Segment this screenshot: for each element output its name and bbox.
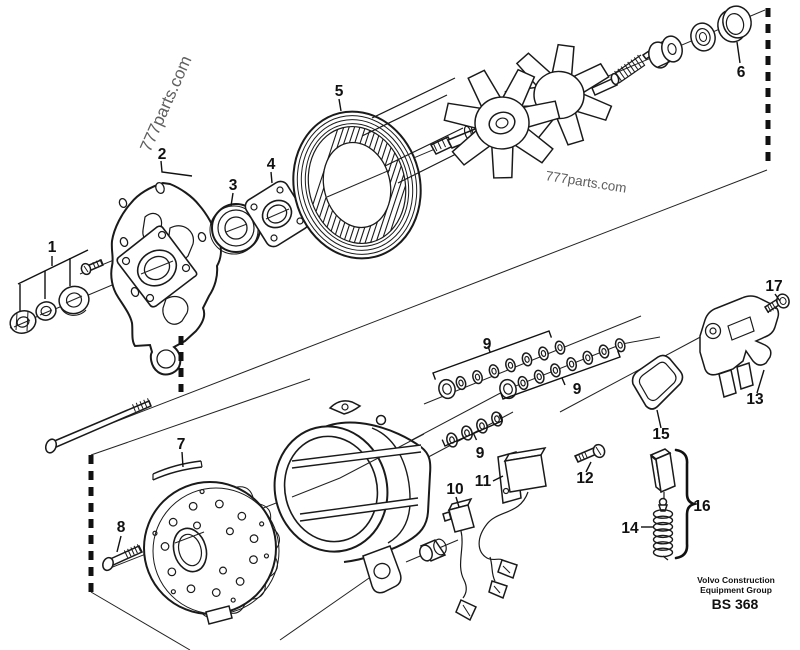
brush-holder-regulator-13 <box>699 295 780 398</box>
footer-code: BS 368 <box>712 596 759 612</box>
footer-brand-block: Volvo Construction Equipment Group BS 36… <box>697 575 775 612</box>
mounting-bolt-8 <box>102 544 144 572</box>
brush-spring-14 <box>652 509 674 561</box>
footer-brand-line1: Volvo Construction <box>697 575 775 585</box>
callout-labels: 1 2 3 4 5 6 7 8 9 9 9 10 11 12 13 14 15 … <box>48 64 783 537</box>
bearing-retainer-plate <box>244 180 310 248</box>
rotor-assembly <box>429 43 657 179</box>
grouping-brace-16 <box>674 448 699 560</box>
part-label-8: 8 <box>117 519 126 536</box>
drive-end-bracket-plate <box>110 181 222 376</box>
part-label-12: 12 <box>576 470 593 487</box>
part-label-13: 13 <box>746 391 764 408</box>
part-label-16: 16 <box>693 498 711 515</box>
screw-set-row-2 <box>499 338 626 400</box>
part-label-1: 1 <box>48 239 57 256</box>
section-break-lines <box>88 8 771 592</box>
part-label-4: 4 <box>267 156 276 173</box>
part-label-14: 14 <box>621 520 639 537</box>
part-label-17: 17 <box>765 278 782 295</box>
gasket-frame-15 <box>631 354 684 410</box>
screw-12 <box>573 443 606 463</box>
part-label-9a: 9 <box>483 336 492 353</box>
long-through-bolt <box>44 398 152 454</box>
small-screw <box>80 259 104 276</box>
part-label-15: 15 <box>652 426 670 443</box>
bearing-collar-part6 <box>717 5 752 43</box>
rectifier-plate <box>143 460 280 625</box>
carbon-brush-16 <box>649 448 676 512</box>
part-label-7: 7 <box>177 436 186 453</box>
wire <box>478 491 529 563</box>
watermark-text-top-left: 777parts.com <box>136 53 195 155</box>
part-label-2: 2 <box>158 146 167 163</box>
wire <box>459 530 467 599</box>
suppressor-box-11 <box>478 447 547 600</box>
screw-17 <box>763 293 790 314</box>
part-label-9c: 9 <box>476 445 485 462</box>
part-label-11: 11 <box>475 473 492 490</box>
rear-bearing <box>690 22 716 52</box>
screw-set-row-3 <box>441 411 503 448</box>
washer <box>35 301 57 321</box>
part-label-5: 5 <box>335 83 344 100</box>
small-sleeve <box>419 538 447 562</box>
part-label-10: 10 <box>446 481 463 498</box>
part-label-6: 6 <box>737 64 746 81</box>
part-label-9b: 9 <box>573 381 582 398</box>
shaft-spacer-ring <box>648 35 683 69</box>
callout-leaders <box>17 41 781 553</box>
stator-ring <box>292 109 485 263</box>
screw-set-row-1 <box>432 330 566 400</box>
footer-brand-line2: Equipment Group <box>700 585 772 595</box>
part-label-3: 3 <box>229 177 238 194</box>
watermark-text-center: 777parts.com <box>545 168 628 196</box>
rear-housing <box>273 400 432 594</box>
front-claw-pole-wheel <box>443 68 561 179</box>
pulley-nut <box>9 309 37 335</box>
capacitor-10 <box>442 497 477 622</box>
